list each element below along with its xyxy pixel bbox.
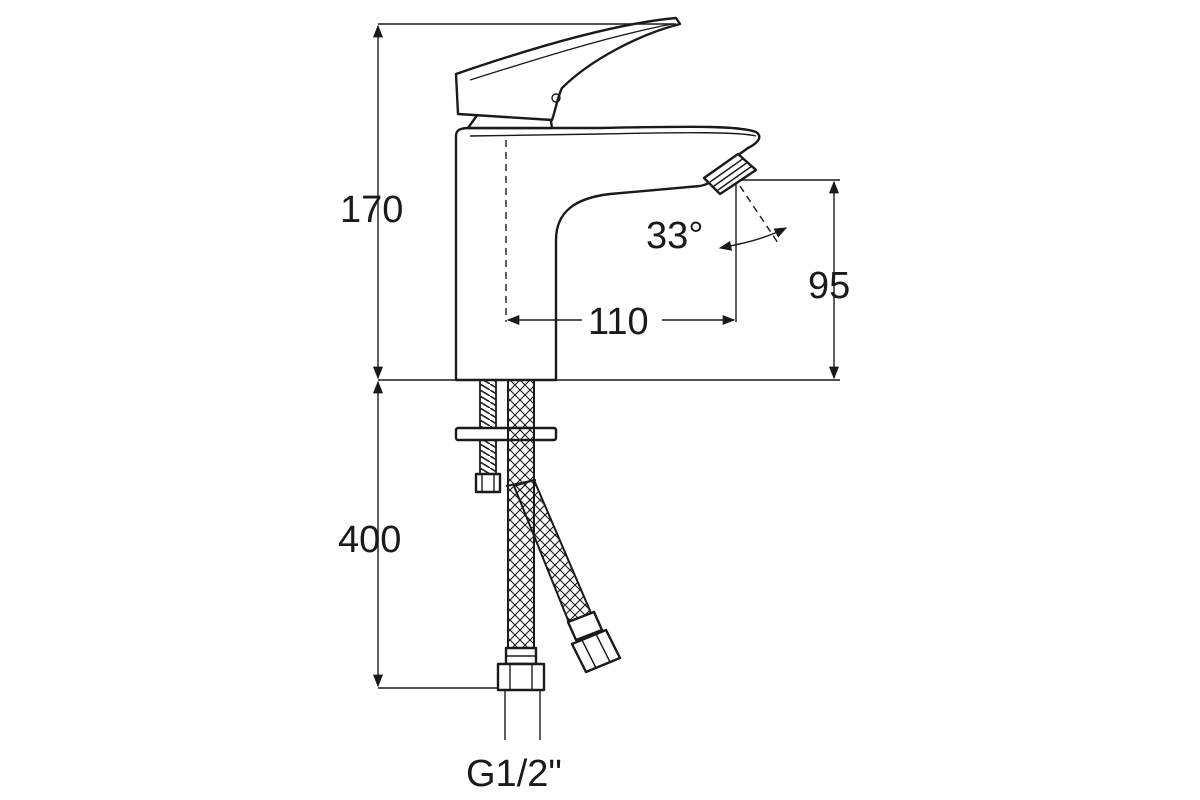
hoses-and-mounting xyxy=(454,379,622,692)
dim-label-95: 95 xyxy=(808,265,850,307)
dim-label-400: 400 xyxy=(338,519,401,561)
dim-label-thread: G1/2" xyxy=(466,753,562,795)
lever-handle xyxy=(454,16,682,122)
dim-label-angle: 33° xyxy=(646,215,703,257)
connection-nut xyxy=(496,662,546,692)
dim-label-110: 110 xyxy=(588,301,649,343)
fixing-plate xyxy=(454,426,558,442)
faucet-body xyxy=(454,16,761,382)
dim-label-170: 170 xyxy=(340,189,403,231)
dimension-lines xyxy=(372,23,840,740)
